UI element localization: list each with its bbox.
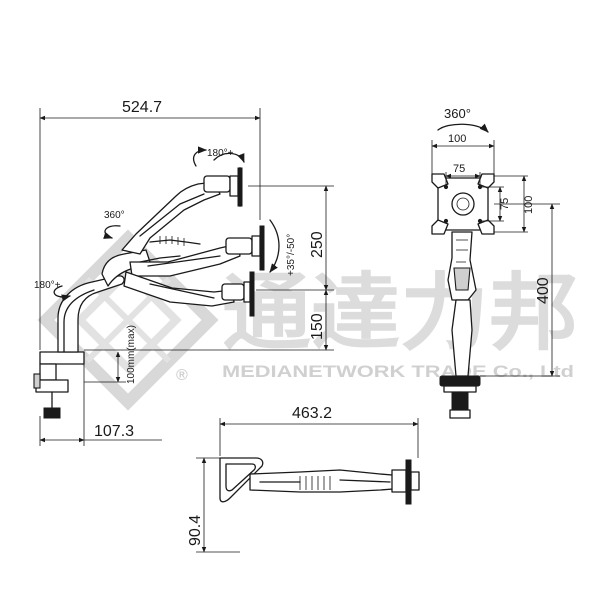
height-lower-value: 150 xyxy=(309,313,326,340)
monitor-head-bottom xyxy=(221,271,255,317)
front-rotation-icon xyxy=(437,123,489,133)
side-view: 180°+ 360° 180°+ +35°/-50° 524.7 250 150… xyxy=(33,99,334,446)
tilt-label: +35°/-50° xyxy=(286,234,297,276)
front-rotation-label: 360° xyxy=(444,106,471,121)
clamp-max-value: 100mm(max) xyxy=(126,325,137,384)
clamp-depth-dimension: 107.3 xyxy=(39,364,162,446)
clamp-depth-value: 107.3 xyxy=(94,423,134,440)
height-upper-value: 250 xyxy=(309,231,326,258)
top-depth-dimension: 90.4 xyxy=(187,457,240,553)
arm-swivel-label: 360° xyxy=(104,210,125,221)
reach-dimension: 524.7 xyxy=(39,99,261,350)
vesa-inner-width: 75 xyxy=(453,163,465,175)
monitor-head-middle xyxy=(225,225,265,271)
top-reach-dimension: 463.2 xyxy=(219,405,419,458)
front-total-height: 400 xyxy=(480,203,560,377)
clamp-dimension: 100mm(max) xyxy=(84,325,137,384)
front-arm xyxy=(447,231,477,377)
vesa-outer-height: 100 xyxy=(523,196,535,214)
front-clamp xyxy=(439,375,481,419)
lower-arm xyxy=(129,243,241,277)
vesa-width-dimensions: 100 75 xyxy=(431,133,495,186)
height-dimensions: 250 150 xyxy=(84,185,334,351)
top-reach-value: 463.2 xyxy=(292,405,332,422)
clamp xyxy=(33,351,85,419)
base-swivel-label: 180°+ xyxy=(34,280,61,291)
rotation-arrows xyxy=(53,146,280,302)
monitor-head-top xyxy=(203,167,243,207)
watermark-cjk: 通達力邦 xyxy=(222,266,578,360)
screen-swivel-label: 180°+ xyxy=(207,148,234,159)
vesa-outer-width: 100 xyxy=(448,133,466,145)
front-view: 360° 100 75 75 100 400 xyxy=(431,106,560,419)
gas-spring xyxy=(139,236,201,263)
watermark-company: MEDIANETWORK TRADE Co., Ltd xyxy=(222,362,574,381)
front-total-height-value: 400 xyxy=(535,277,552,304)
reach-value: 524.7 xyxy=(122,99,162,116)
upper-arm xyxy=(121,181,221,255)
top-depth-value: 90.4 xyxy=(187,515,204,546)
watermark-registered: ® xyxy=(176,367,188,384)
top-arm xyxy=(249,469,407,493)
watermark: 通達力邦 ® MEDIANETWORK TRADE Co., Ltd xyxy=(37,229,578,411)
vesa-plate xyxy=(431,173,495,235)
forearm xyxy=(123,271,235,307)
top-view: 463.2 90.4 xyxy=(187,405,420,553)
